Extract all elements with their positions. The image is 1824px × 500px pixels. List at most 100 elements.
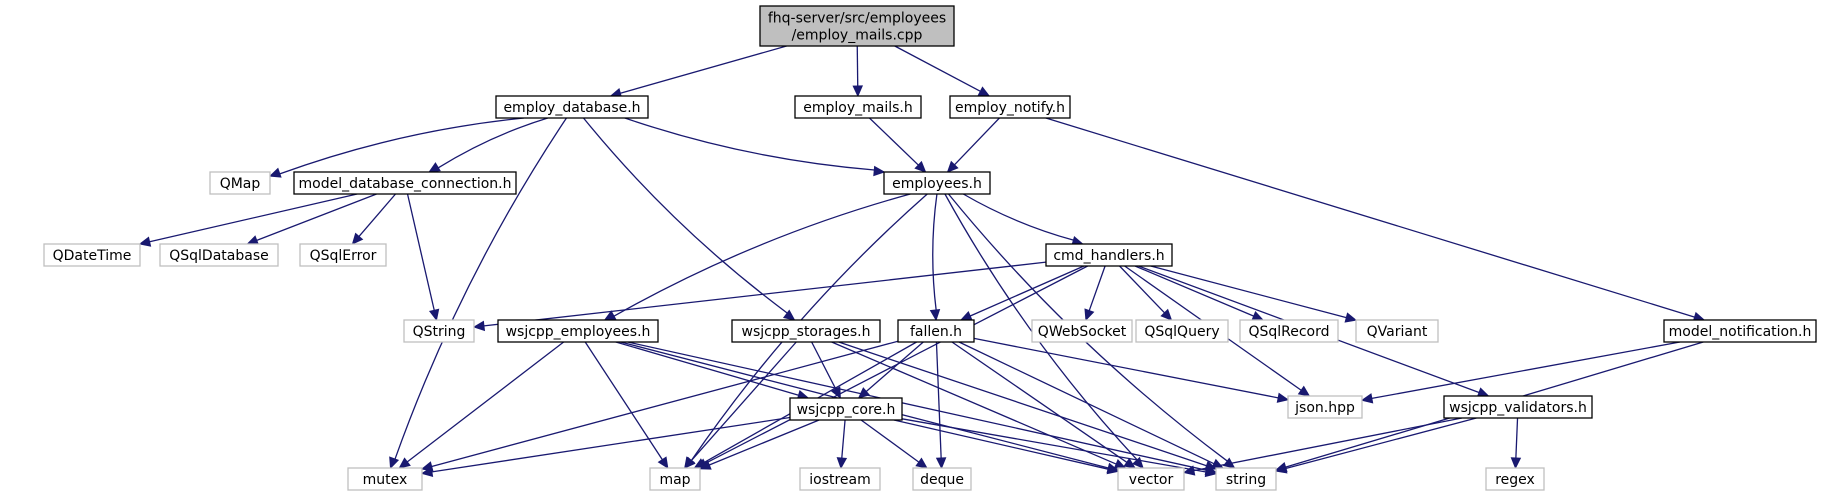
node-vector: vector xyxy=(1117,467,1185,491)
node-qdatetime: QDateTime xyxy=(43,243,141,267)
edge-root-to-employ_notify xyxy=(894,45,991,97)
arrowhead-icon xyxy=(246,235,260,246)
node-employees[interactable]: employees.h xyxy=(883,171,991,195)
edge-line xyxy=(483,261,1047,327)
edge-line xyxy=(584,341,663,460)
edge-line xyxy=(841,419,846,459)
edge-line xyxy=(901,418,1207,473)
edge-wsjcpp_employees-to-map xyxy=(584,341,669,470)
edge-cmd_handlers-to-qwebsocket xyxy=(1084,265,1106,322)
edges-layer xyxy=(138,45,1706,478)
edge-line xyxy=(1285,417,1477,470)
node-wsjcpp_employees[interactable]: wsjcpp_employees.h xyxy=(497,319,659,343)
arrowhead-icon xyxy=(1274,463,1288,474)
edge-root-to-employ_mails_h xyxy=(852,45,864,98)
node-label: QWebSocket xyxy=(1038,324,1127,340)
node-label: map xyxy=(659,472,690,488)
node-box xyxy=(1485,467,1545,491)
node-iostream: iostream xyxy=(799,467,881,491)
edge-line xyxy=(406,193,435,311)
edge-fallen-to-vector xyxy=(951,341,1137,469)
arrowhead-icon xyxy=(1360,393,1374,404)
edge-line xyxy=(962,193,1074,241)
edge-line xyxy=(279,117,525,175)
edge-fallen-to-json_hpp xyxy=(973,337,1290,403)
node-deque: deque xyxy=(912,467,972,491)
node-label: employ_notify.h xyxy=(955,100,1065,116)
node-model_database_connection[interactable]: model_database_connection.h xyxy=(293,171,517,195)
arrowhead-icon xyxy=(398,457,411,469)
arrowhead-icon xyxy=(1084,308,1095,322)
arrowhead-icon xyxy=(683,456,696,469)
edge-employ_database-to-employees xyxy=(624,117,886,177)
nodes-layer: fhq-server/src/employees/employ_mails.cp… xyxy=(43,5,1817,491)
edge-line xyxy=(613,193,911,317)
arrowhead-icon xyxy=(914,160,927,173)
node-box xyxy=(1215,467,1277,491)
edge-line xyxy=(1045,117,1695,318)
node-label: wsjcpp_core.h xyxy=(797,402,896,418)
edge-line xyxy=(690,341,797,461)
edge-line xyxy=(969,265,1085,317)
edge-wsjcpp_core-to-deque xyxy=(860,419,928,469)
arrowhead-icon xyxy=(977,86,991,97)
edge-line xyxy=(582,117,788,314)
node-box xyxy=(1117,467,1185,491)
node-cmd_handlers[interactable]: cmd_handlers.h xyxy=(1045,243,1173,267)
edge-line xyxy=(958,341,1215,465)
edge-wsjcpp_validators-to-regex xyxy=(1510,417,1522,470)
node-wsjcpp_validators[interactable]: wsjcpp_validators.h xyxy=(1443,395,1593,419)
edge-model_database_connection-to-qdatetime xyxy=(138,193,358,247)
edge-wsjcpp_employees-to-mutex xyxy=(398,341,565,469)
node-label: fhq-server/src/employees xyxy=(768,11,946,27)
edge-line xyxy=(149,193,358,243)
node-fallen[interactable]: fallen.h xyxy=(897,319,975,343)
node-wsjcpp_core[interactable]: wsjcpp_core.h xyxy=(789,397,903,421)
arrowhead-icon xyxy=(1510,457,1522,470)
arrowhead-icon xyxy=(1251,311,1265,321)
node-root[interactable]: fhq-server/src/employees/employ_mails.cp… xyxy=(759,5,955,47)
node-model_notification[interactable]: model_notification.h xyxy=(1663,319,1817,343)
edge-line xyxy=(811,341,837,390)
arrowhead-icon xyxy=(873,165,886,177)
node-employ_notify[interactable]: employ_notify.h xyxy=(949,95,1071,119)
edge-employees-to-wsjcpp_employees xyxy=(603,193,911,321)
node-box xyxy=(789,397,903,421)
edge-line xyxy=(256,193,377,241)
edge-line xyxy=(893,419,1109,470)
node-string: string xyxy=(1215,467,1277,491)
edge-wsjcpp_core-to-mutex xyxy=(420,416,791,478)
node-map: map xyxy=(649,467,701,491)
node-label: employ_database.h xyxy=(503,100,640,116)
node-qvariant: QVariant xyxy=(1355,319,1439,343)
node-wsjcpp_storages[interactable]: wsjcpp_storages.h xyxy=(731,319,881,343)
edge-line xyxy=(1515,417,1519,459)
arrowhead-icon xyxy=(138,236,152,247)
node-label: vector xyxy=(1129,472,1174,488)
node-box xyxy=(1045,243,1173,267)
node-label: QSqlDatabase xyxy=(169,248,268,264)
arrowhead-icon xyxy=(389,456,400,470)
edge-model_database_connection-to-qstring xyxy=(406,193,440,322)
node-employ_database[interactable]: employ_database.h xyxy=(495,95,649,119)
node-box xyxy=(912,467,972,491)
node-label: regex xyxy=(1495,472,1535,488)
node-employ_mails_h[interactable]: employ_mails.h xyxy=(794,95,922,119)
arrowhead-icon xyxy=(1297,385,1311,397)
edge-line xyxy=(935,341,942,459)
node-label: QMap xyxy=(220,176,261,192)
edge-line xyxy=(627,341,1207,471)
edge-line xyxy=(932,193,938,311)
edge-line xyxy=(406,341,565,463)
node-label: QDateTime xyxy=(53,248,132,264)
node-box xyxy=(1443,395,1593,419)
node-box xyxy=(949,95,1071,119)
arrowhead-icon xyxy=(857,387,871,399)
edge-fallen-to-deque xyxy=(935,341,947,470)
arrowhead-icon xyxy=(852,85,864,98)
edge-cmd_handlers-to-map xyxy=(695,265,1088,469)
edge-wsjcpp_validators-to-vector xyxy=(1182,417,1463,476)
edge-line xyxy=(1119,265,1165,314)
node-label: QSqlRecord xyxy=(1248,324,1329,340)
